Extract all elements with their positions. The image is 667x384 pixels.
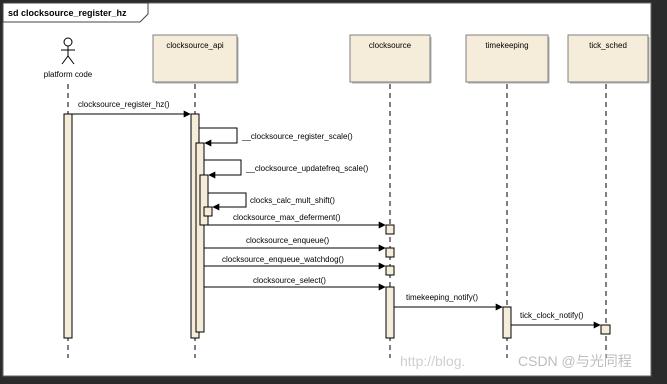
frame-title-tab (2, 2, 149, 23)
message-label-m2: __clocksource_register_scale() (241, 132, 353, 141)
lifeline-tick-sched: tick_sched (567, 34, 650, 84)
message-label-m7: clocksource_enqueue_watchdog() (222, 255, 344, 264)
actor-label: platform code (44, 70, 93, 79)
frame-title: sd clocksource_register_hz (8, 8, 127, 18)
activation-platform-code (63, 113, 73, 339)
activation-timekeeping (502, 306, 512, 339)
message-label-m4: clocks_calc_mult_shift() (250, 196, 335, 205)
activation-clocksource-api-2 (195, 142, 205, 333)
lifeline-box (349, 34, 431, 83)
message-label-m8: clocksource_select() (253, 276, 326, 285)
message-label-m9: timekeeping_notify() (406, 293, 478, 302)
actor-platform-code: platform code (44, 37, 93, 79)
activation-clocksource-api-4 (203, 206, 213, 217)
lifeline-clocksource: clocksource (349, 34, 432, 84)
actor-head (63, 37, 73, 47)
message-label-m6: clocksource_enqueue() (246, 236, 329, 245)
message-arrow-m2 (199, 127, 238, 147)
message-label-m10: tick_clock_notify() (520, 311, 584, 320)
lifeline-label: tick_sched (589, 41, 627, 50)
lifeline-timekeeping: timekeeping (465, 34, 550, 84)
lifeline-label: clocksource (369, 41, 412, 50)
activation-clocksource-1 (385, 224, 395, 235)
activation-clocksource-3 (385, 265, 395, 276)
watermark-url: http://blog. (400, 353, 465, 369)
lifeline-box (567, 34, 649, 83)
activation-tick-sched (600, 324, 611, 335)
message-label-m3: __clocksource_updatefreq_scale() (245, 164, 369, 173)
lifeline-clocksource-api: clocksource_api (152, 34, 239, 84)
actor-leg-right (67, 55, 75, 65)
actor-leg-left (61, 55, 69, 65)
diagram-canvas (2, 2, 652, 377)
activation-clocksource-4 (385, 286, 395, 339)
activation-clocksource-2 (385, 247, 395, 258)
activation-clocksource-api-3 (199, 174, 209, 226)
message-arrow-m3 (204, 159, 242, 179)
lifeline-label: timekeeping (485, 41, 528, 50)
message-label-m5: clocksource_max_deferment() (233, 213, 341, 222)
message-label-m1: clocksource_register_hz() (78, 100, 170, 109)
message-arrow-m4 (208, 192, 247, 211)
lifeline-label: clocksource_api (166, 41, 224, 50)
lifeline-box (152, 34, 238, 83)
watermark-brand: CSDN @与光同程 (518, 353, 632, 369)
lifeline-box (465, 34, 549, 83)
